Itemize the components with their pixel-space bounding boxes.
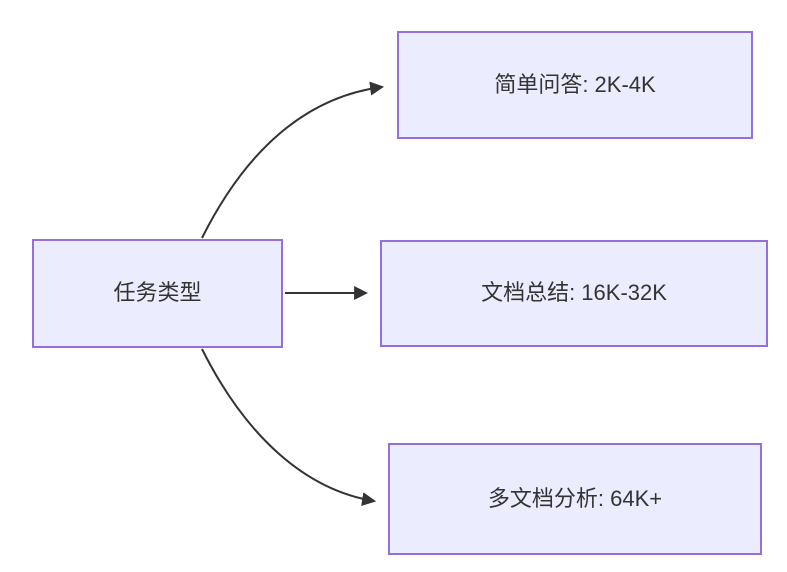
node-multi-doc: 多文档分析: 64K+ <box>388 443 762 555</box>
node-simple-qa: 简单问答: 2K-4K <box>397 31 753 139</box>
edge-root-to-multi-doc-arrow <box>201 348 377 507</box>
node-task-type-label: 任务类型 <box>113 280 202 306</box>
node-task-type: 任务类型 <box>32 239 283 348</box>
node-doc-summary-label: 文档总结: 16K-32K <box>481 280 667 306</box>
node-multi-doc-label: 多文档分析: 64K+ <box>487 485 663 511</box>
node-simple-qa-label: 简单问答: 2K-4K <box>494 71 656 97</box>
node-doc-summary: 文档总结: 16K-32K <box>380 240 768 347</box>
edge-root-to-simple-qa-arrow <box>201 81 385 239</box>
